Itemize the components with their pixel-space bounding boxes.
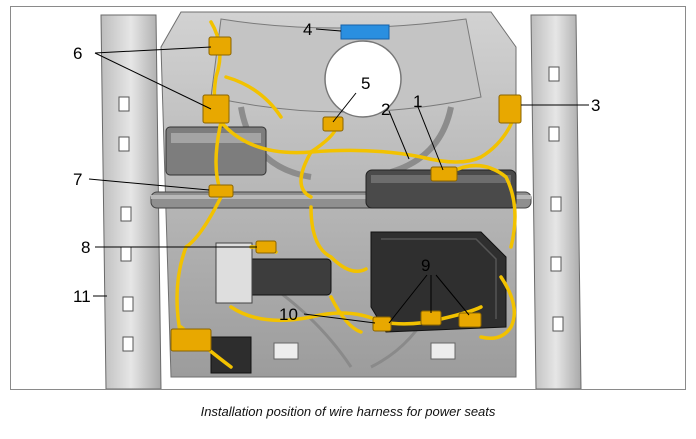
pan-opening (324, 40, 402, 118)
leader-lines (88, 28, 589, 324)
callout-1: 1 (413, 92, 422, 111)
connector-6a (208, 36, 232, 56)
left-rail (100, 14, 162, 389)
diagram-frame: 4 5 2 1 3 6 7 8 9 10 11 (10, 6, 686, 390)
connector-6b (202, 94, 230, 124)
connector-9a (420, 310, 442, 326)
connectors (170, 36, 522, 352)
callout-8: 8 (81, 238, 90, 257)
callout-11: 11 (73, 287, 91, 306)
pan-slot-left (273, 342, 299, 360)
callout-5: 5 (361, 74, 370, 93)
connector-8 (255, 240, 277, 254)
callout-4: 4 (303, 20, 312, 39)
connector-1 (430, 166, 458, 182)
connector-7 (208, 184, 234, 198)
seat-harness-diagram: 4 5 2 1 3 6 7 8 9 10 11 (73, 11, 600, 389)
pan-slot-right (430, 342, 456, 360)
callout-9: 9 (421, 256, 430, 275)
callout-10: 10 (279, 305, 298, 324)
connector-9b (458, 312, 482, 328)
control-module (370, 231, 507, 333)
callout-2: 2 (381, 100, 390, 119)
callout-6: 6 (73, 44, 82, 63)
callout-3: 3 (591, 96, 600, 115)
motor-lower (215, 242, 332, 304)
figure-caption: Installation position of wire harness fo… (200, 404, 496, 419)
callouts: 4 5 2 1 3 6 7 8 9 10 11 (73, 20, 600, 324)
blue-label-tag (340, 24, 390, 40)
right-rail (530, 14, 582, 389)
callout-7: 7 (73, 170, 82, 189)
connector-5 (322, 116, 344, 132)
connector-10 (372, 316, 392, 332)
connector-3 (498, 94, 522, 124)
connector-lower-left (170, 328, 212, 352)
